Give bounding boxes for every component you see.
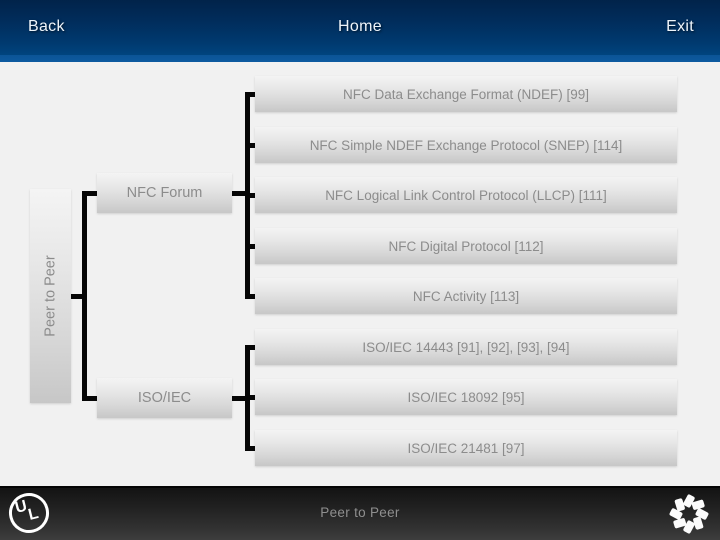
leaf-node-snep: NFC Simple NDEF Exchange Protocol (SNEP)… xyxy=(255,127,677,163)
root-node-label: Peer to Peer xyxy=(42,255,59,337)
connector-line xyxy=(246,345,255,350)
leaf-node-label: NFC Logical Link Control Protocol (LLCP)… xyxy=(325,187,607,203)
branch-node-iso-iec: ISO/IEC xyxy=(97,378,232,418)
leaf-node-label: ISO/IEC 21481 [97] xyxy=(407,440,525,456)
connector-line xyxy=(232,191,246,196)
leaf-node-llcp: NFC Logical Link Control Protocol (LLCP)… xyxy=(255,177,677,213)
slide-title: Peer to Peer xyxy=(320,505,400,520)
leaf-node-label: NFC Digital Protocol [112] xyxy=(388,238,544,254)
connector-line xyxy=(246,446,255,451)
connector-line xyxy=(246,244,255,249)
branch-node-label: ISO/IEC xyxy=(137,390,192,406)
leaf-node-label: NFC Activity [113] xyxy=(412,288,520,304)
leaf-node-label: ISO/IEC 18092 [95] xyxy=(407,389,525,405)
connector-line xyxy=(82,191,87,401)
exit-button[interactable]: Exit xyxy=(666,18,694,35)
leaf-node-iso-21481: ISO/IEC 21481 [97] xyxy=(255,430,677,466)
leaf-node-iso-14443: ISO/IEC 14443 [91], [92], [93], [94] xyxy=(255,329,677,365)
connector-line xyxy=(71,294,82,299)
leaf-node-ndef: NFC Data Exchange Format (NDEF) [99] xyxy=(255,76,677,112)
connector-line xyxy=(232,396,246,401)
pinwheel-logo-icon xyxy=(664,489,714,539)
pinwheel-segment xyxy=(691,499,706,511)
connector-line xyxy=(246,294,255,299)
home-button[interactable]: Home xyxy=(338,18,382,35)
connector-line xyxy=(87,191,97,196)
back-button[interactable]: Back xyxy=(28,18,65,35)
leaf-node-label: ISO/IEC 14443 [91], [92], [93], [94] xyxy=(362,339,570,355)
root-node-peer-to-peer: Peer to Peer xyxy=(30,189,71,403)
top-bar-accent-strip xyxy=(0,55,720,62)
leaf-node-label: NFC Data Exchange Format (NDEF) [99] xyxy=(342,86,590,102)
connector-line xyxy=(246,92,255,97)
connector-line xyxy=(87,396,97,401)
connector-line xyxy=(246,193,255,198)
leaf-node-digital-protocol: NFC Digital Protocol [112] xyxy=(255,228,677,264)
branch-node-label: NFC Forum xyxy=(126,185,203,201)
connector-line xyxy=(246,143,255,148)
leaf-node-activity: NFC Activity [113] xyxy=(255,278,677,314)
top-nav-bar: Back Home Exit xyxy=(0,0,720,62)
leaf-node-label: NFC Simple NDEF Exchange Protocol (SNEP)… xyxy=(309,137,623,153)
branch-node-nfc-forum: NFC Forum xyxy=(97,173,232,213)
leaf-node-iso-18092: ISO/IEC 18092 [95] xyxy=(255,379,677,415)
connector-line xyxy=(246,395,255,400)
bottom-status-bar: U L Peer to Peer xyxy=(0,486,720,540)
